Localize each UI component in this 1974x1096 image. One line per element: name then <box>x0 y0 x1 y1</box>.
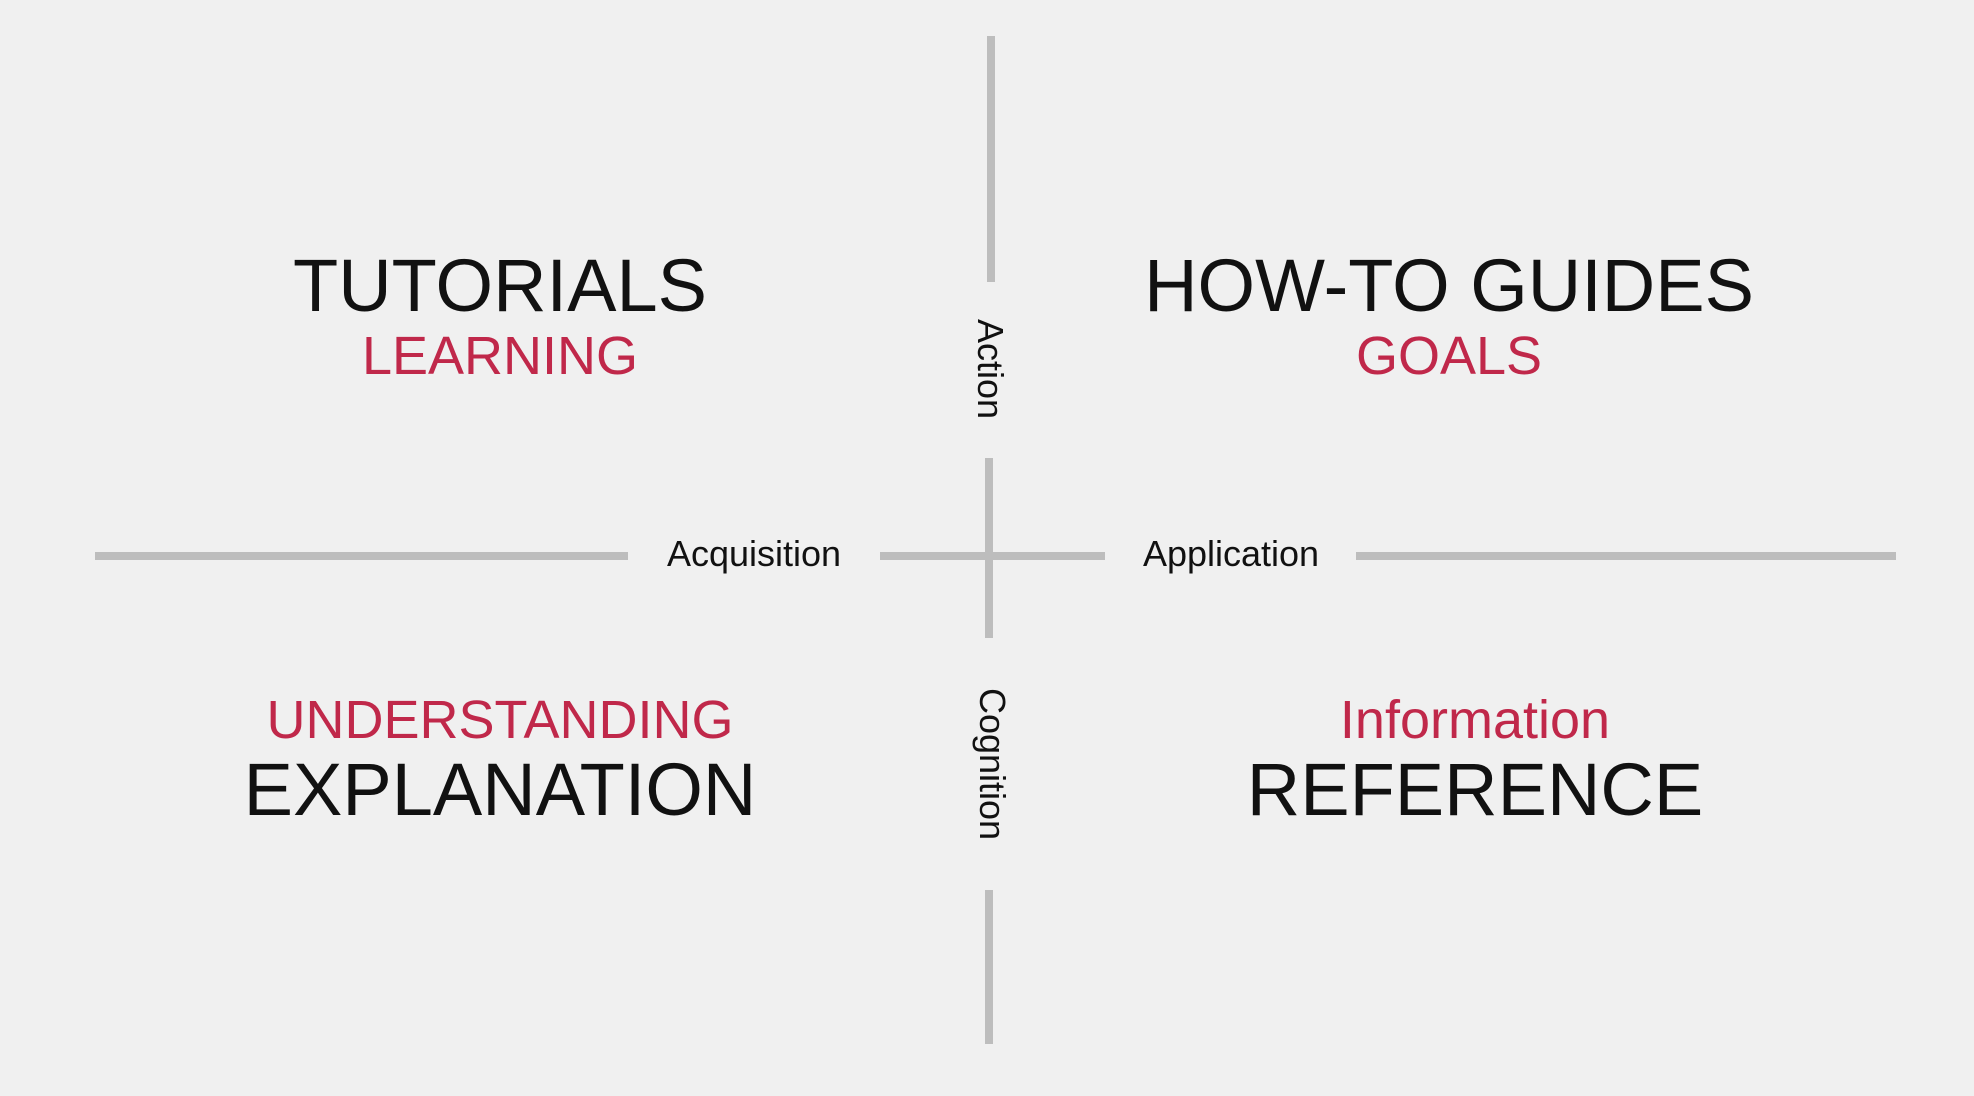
quadrant-tutorials: TUTORIALS LEARNING <box>293 244 707 387</box>
quadrant-subtitle-information: Information <box>1339 690 1611 750</box>
axis-label-application: Application <box>1142 533 1320 574</box>
axis-label-action: Action <box>970 318 1011 420</box>
quadrant-explanation: UNDERSTANDING EXPLANATION <box>244 690 757 830</box>
axis-label-acquisition: Acquisition <box>666 533 842 574</box>
quadrant-title-explanation: EXPLANATION <box>243 748 757 831</box>
horizontal-axis-left-line <box>95 552 628 560</box>
quadrant-how-to-guides: HOW-TO GUIDES GOALS <box>1144 244 1754 387</box>
quadrant-title-reference: REFERENCE <box>1246 748 1704 831</box>
axis-label-cognition: Cognition <box>972 687 1013 841</box>
vertical-axis-center-line <box>985 458 993 638</box>
horizontal-axis-right-line <box>1356 552 1896 560</box>
vertical-axis-top-line <box>987 36 995 282</box>
horizontal-axis-center-line <box>880 552 1105 560</box>
quadrant-subtitle-goals: GOALS <box>1355 326 1543 386</box>
quadrant-subtitle-understanding: UNDERSTANDING <box>266 690 734 750</box>
quadrant-subtitle-learning: LEARNING <box>361 326 639 386</box>
quadrant-reference: Information REFERENCE <box>1247 690 1703 830</box>
quadrant-title-how-to-guides: HOW-TO GUIDES <box>1144 244 1754 327</box>
quadrant-title-tutorials: TUTORIALS <box>293 244 707 327</box>
vertical-axis-bottom-line <box>985 890 993 1044</box>
